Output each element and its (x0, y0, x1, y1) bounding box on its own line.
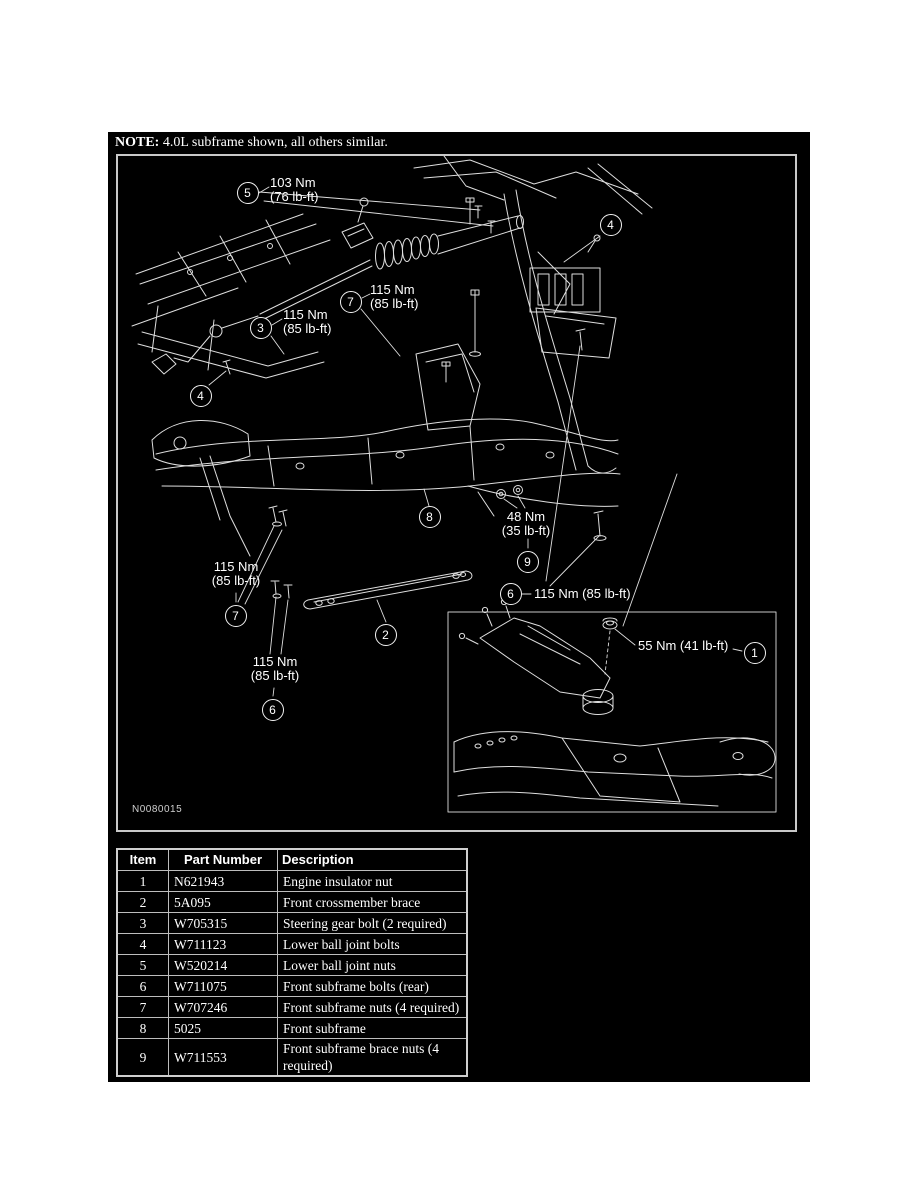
torque-label-115nm-steering: 115 Nm (85 lb-ft) (283, 308, 331, 336)
table-row: 9 W711553 Front subframe brace nuts (4 r… (116, 1038, 468, 1077)
cell-desc: Steering gear bolt (2 required) (277, 912, 468, 934)
torque-value: 103 Nm (270, 175, 316, 190)
cell-item: 6 (116, 975, 169, 997)
torque-value: 115 Nm (252, 654, 298, 669)
table-row: 4 W711123 Lower ball joint bolts (116, 933, 468, 955)
callout-5-steering-nut: 5 (236, 181, 259, 204)
callout-4-ball-joint-top: 4 (599, 213, 622, 236)
torque-value: 115 Nm (85 lb-ft) (534, 586, 631, 601)
torque-label-115nm-left: 115 Nm (85 lb-ft) (191, 560, 281, 588)
callout-2-crossmember-brace: 2 (374, 623, 397, 646)
header-part-number: Part Number (168, 848, 278, 871)
note-bar: NOTE: 4.0L subframe shown, all others si… (115, 134, 388, 152)
torque-value-lbft: (85 lb-ft) (283, 321, 332, 336)
torque-value-lbft: (76 lb-ft) (270, 189, 319, 204)
cell-part: W520214 (168, 954, 278, 976)
cell-item: 3 (116, 912, 169, 934)
note-text: 4.0L subframe shown, all others similar. (159, 135, 388, 150)
cell-item: 1 (116, 870, 169, 892)
art-inset-detail (448, 599, 776, 812)
table-header-row: Item Part Number Description (116, 848, 468, 871)
callout-6-rear-bolts: 6 (499, 582, 522, 605)
torque-label-115nm-inline: 115 Nm (85 lb-ft) (534, 587, 631, 601)
cell-part: W711123 (168, 933, 278, 955)
cell-part: W707246 (168, 996, 278, 1018)
note-label: NOTE: (115, 135, 160, 150)
art-steering-gear (260, 198, 524, 320)
cell-desc: Lower ball joint nuts (277, 954, 468, 976)
cell-item: 2 (116, 891, 169, 913)
torque-value: 55 Nm (41 lb-ft) (638, 638, 729, 653)
table-row: 7 W707246 Front subframe nuts (4 require… (116, 996, 468, 1018)
cell-desc: Front subframe brace nuts (4 required) (277, 1038, 468, 1077)
table-row: 2 5A095 Front crossmember brace (116, 891, 468, 913)
cell-part: N621943 (168, 870, 278, 892)
callout-7-subframe-nut-upper: 7 (339, 290, 362, 313)
table-row: 3 W705315 Steering gear bolt (2 required… (116, 912, 468, 934)
cell-desc: Lower ball joint bolts (277, 933, 468, 955)
cell-desc: Front subframe (277, 1017, 468, 1039)
torque-label-103nm: 103 Nm (76 lb-ft) (270, 176, 318, 204)
cell-part: 5A095 (168, 891, 278, 913)
callout-7-subframe-nut-left: 7 (224, 604, 247, 627)
cell-item: 5 (116, 954, 169, 976)
torque-value-lbft: (85 lb-ft) (211, 573, 261, 588)
torque-value: 115 Nm (213, 559, 259, 574)
cell-part: W705315 (168, 912, 278, 934)
torque-value-lbft: (85 lb-ft) (250, 668, 300, 683)
callout-9-brace-nuts: 9 (516, 550, 539, 573)
cell-item: 9 (116, 1038, 169, 1077)
subframe-illustration (118, 156, 795, 830)
table-row: 1 N621943 Engine insulator nut (116, 870, 468, 892)
header-description: Description (277, 848, 468, 871)
cell-desc: Front subframe nuts (4 required) (277, 996, 468, 1018)
torque-label-55nm-inset: 55 Nm (41 lb-ft) (638, 639, 728, 653)
torque-value: 115 Nm (283, 307, 328, 322)
cell-item: 4 (116, 933, 169, 955)
callout-8-front-subframe: 8 (418, 505, 441, 528)
parts-table: Item Part Number Description 1 N621943 E… (116, 848, 468, 1077)
cell-item: 7 (116, 996, 169, 1018)
cell-desc: Engine insulator nut (277, 870, 468, 892)
torque-label-48nm: 48 Nm (35 lb-ft) (481, 510, 571, 538)
torque-value-lbft: (35 lb-ft) (501, 523, 551, 538)
art-leader-lines (209, 187, 742, 696)
torque-value: 48 Nm (506, 509, 546, 524)
header-item: Item (116, 848, 169, 871)
cell-desc: Front subframe bolts (rear) (277, 975, 468, 997)
art-body-structure (414, 156, 652, 356)
torque-value-lbft: (85 lb-ft) (370, 296, 419, 311)
cell-desc: Front crossmember brace (277, 891, 468, 913)
figure-frame: 5 4 7 3 4 8 9 6 7 2 6 1 103 Nm (76 lb-ft… (116, 154, 797, 832)
table-row: 5 W520214 Lower ball joint nuts (116, 954, 468, 976)
torque-label-115nm-upper: 115 Nm (85 lb-ft) (370, 283, 418, 311)
cell-part: W711553 (168, 1038, 278, 1077)
art-crossmember-brace (304, 571, 472, 609)
cell-part: W711075 (168, 975, 278, 997)
torque-value: 115 Nm (370, 282, 415, 297)
torque-label-115nm-bottom: 115 Nm (85 lb-ft) (230, 655, 320, 683)
callout-4-ball-joint-left: 4 (189, 384, 212, 407)
callout-6-rear-bolts-lower: 6 (261, 698, 284, 721)
cell-item: 8 (116, 1017, 169, 1039)
scanned-page-panel: NOTE: 4.0L subframe shown, all others si… (108, 132, 810, 1082)
callout-1-engine-insulator-nut: 1 (743, 641, 766, 664)
cell-part: 5025 (168, 1017, 278, 1039)
art-subframe (152, 329, 620, 598)
figure-id-code: N0080015 (132, 804, 183, 815)
art-top-left-rails (132, 214, 330, 378)
table-row: 8 5025 Front subframe (116, 1017, 468, 1039)
table-row: 6 W711075 Front subframe bolts (rear) (116, 975, 468, 997)
callout-3-steering-bolt: 3 (249, 316, 272, 339)
art-right-rail (504, 190, 616, 473)
